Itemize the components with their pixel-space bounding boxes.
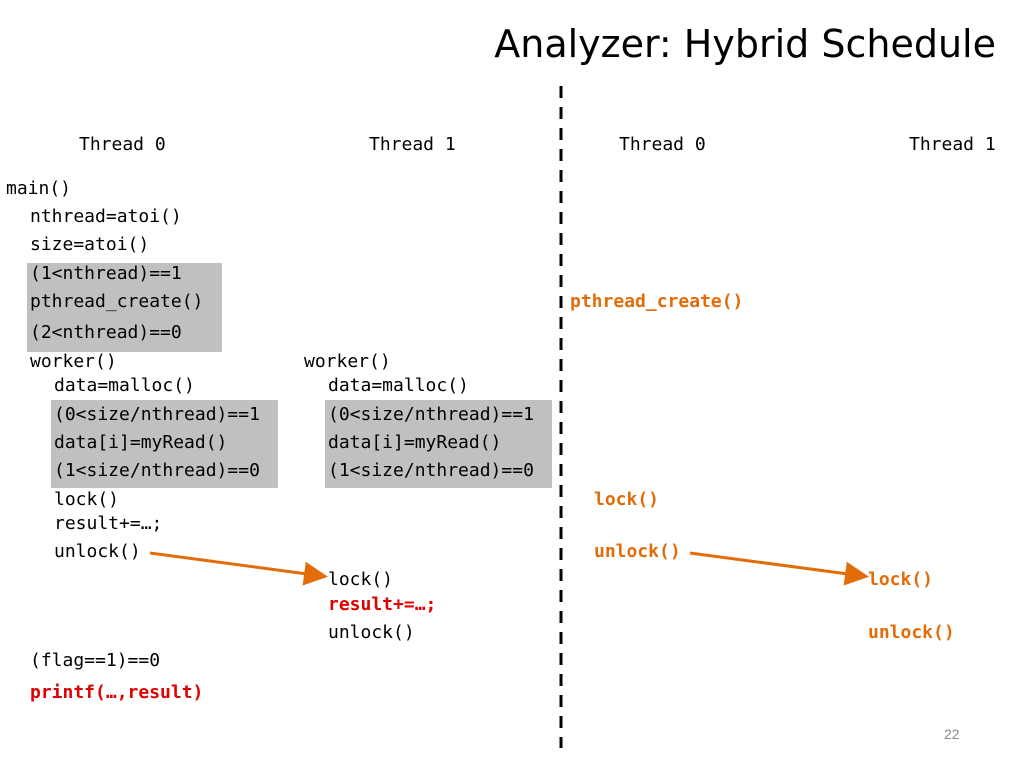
highlight-box-thread0-loop	[51, 400, 278, 488]
code-lock-t1: lock()	[328, 569, 394, 590]
code-result-t1: result+=…;	[328, 594, 437, 615]
schedule-lock-t1: lock()	[868, 569, 934, 590]
code-cond-size-2-t0: (1<size/nthread)==0	[54, 460, 260, 481]
code-size: size=atoi()	[30, 234, 150, 255]
header-right-thread1: Thread 1	[909, 134, 996, 155]
code-main: main()	[6, 178, 72, 199]
schedule-pthread-create: pthread_create()	[570, 291, 744, 312]
header-left-thread0: Thread 0	[79, 134, 166, 155]
code-myread-t1: data[i]=myRead()	[328, 432, 502, 453]
code-lock-t0: lock()	[54, 489, 120, 510]
slide-title: Analyzer: Hybrid Schedule	[494, 22, 996, 66]
code-flag-check: (flag==1)==0	[30, 650, 161, 671]
code-worker-t1: worker()	[304, 351, 391, 372]
header-right-thread0: Thread 0	[619, 134, 706, 155]
code-data-malloc-t1: data=malloc()	[328, 375, 469, 396]
code-myread-t0: data[i]=myRead()	[54, 432, 228, 453]
code-data-malloc-t0: data=malloc()	[54, 375, 195, 396]
code-unlock-t1: unlock()	[328, 622, 415, 643]
highlight-box-main-branches	[27, 263, 222, 352]
highlight-box-thread1-loop	[325, 400, 552, 488]
code-cond-nthread-2: (2<nthread)==0	[30, 322, 182, 343]
header-left-thread1: Thread 1	[369, 134, 456, 155]
code-printf: printf(…,result)	[30, 682, 204, 703]
unlock-to-lock-arrow-right	[689, 551, 869, 586]
code-cond-size-2-t1: (1<size/nthread)==0	[328, 460, 534, 481]
code-pthread-create: pthread_create()	[30, 291, 204, 312]
page-number: 22	[944, 726, 960, 742]
code-nthread: nthread=atoi()	[30, 206, 182, 227]
schedule-lock-t0: lock()	[594, 489, 660, 510]
code-worker-t0: worker()	[30, 351, 117, 372]
code-cond-size-1-t1: (0<size/nthread)==1	[328, 404, 534, 425]
schedule-unlock-t0: unlock()	[594, 541, 681, 562]
code-cond-nthread-1: (1<nthread)==1	[30, 263, 182, 284]
unlock-to-lock-arrow-left	[149, 551, 328, 586]
code-cond-size-1-t0: (0<size/nthread)==1	[54, 404, 260, 425]
code-result-t0: result+=…;	[54, 513, 163, 534]
code-unlock-t0: unlock()	[54, 541, 141, 562]
schedule-unlock-t1: unlock()	[868, 622, 955, 643]
